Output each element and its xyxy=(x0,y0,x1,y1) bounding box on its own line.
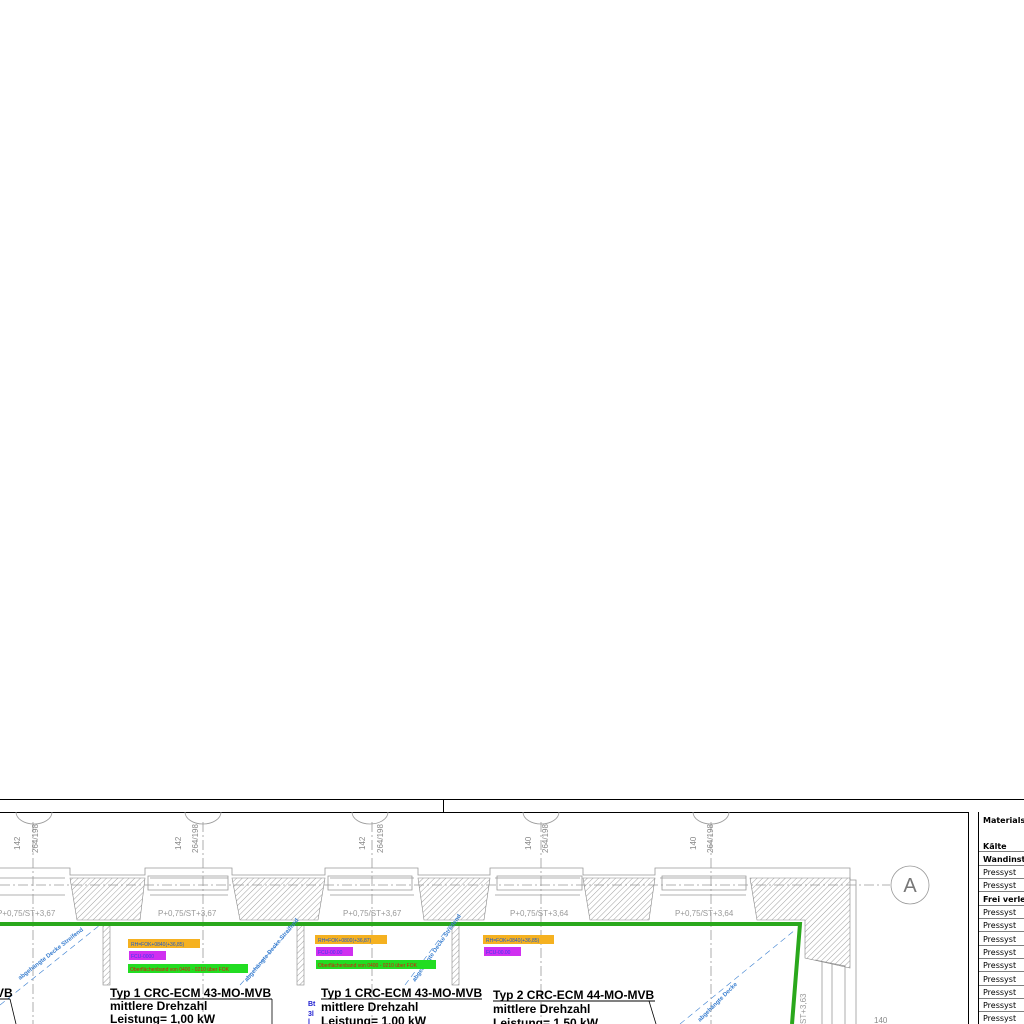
svg-text:Leistung= 1,00 kW: Leistung= 1,00 kW xyxy=(321,1014,427,1024)
svg-text:Leistung= 1,50 kW: Leistung= 1,50 kW xyxy=(493,1016,599,1024)
grid-axis-bubble: A xyxy=(890,865,930,905)
zone-boundary xyxy=(0,922,803,1024)
materials-table: Materials Kälte Wandinst Pressyst Pressy… xyxy=(978,816,1024,1023)
wall-piers xyxy=(69,877,851,986)
svg-text:Oberflächenband von 0400 - 021: Oberflächenband von 0400 - 0210 über FOK xyxy=(130,967,230,973)
svg-text:Pressyst: Pressyst xyxy=(983,935,1016,944)
window-size: 264/198 xyxy=(706,824,715,853)
window-size: 264/198 xyxy=(191,824,200,853)
svg-text:Bt: Bt xyxy=(308,1001,316,1008)
svg-text:l: l xyxy=(308,1019,310,1024)
window-level: P+0,75/ST+3,67 xyxy=(343,909,402,918)
svg-text:abgehängte Decke Streifend: abgehängte Decke Streifend xyxy=(244,917,301,983)
window-size: 264/198 xyxy=(31,824,40,853)
window-dimensions: 142 264/198 142 264/198 142 264/198 140 … xyxy=(0,824,888,1024)
svg-text:mittlere Drehzahl: mittlere Drehzahl xyxy=(110,999,207,1013)
svg-text:mittlere Drehzahl: mittlere Drehzahl xyxy=(493,1002,590,1016)
svg-text:Typ 1 CRC-ECM 43-MO-MVB: Typ 1 CRC-ECM 43-MO-MVB xyxy=(110,986,271,1000)
svg-text:Pressyst: Pressyst xyxy=(983,948,1016,957)
svg-text:3l: 3l xyxy=(308,1011,314,1018)
svg-text:RH=FOK+0840(+36,85): RH=FOK+0840(+36,85) xyxy=(131,942,185,948)
svg-text:FCU-00.00: FCU-00.00 xyxy=(486,950,511,956)
svg-text:Leistung= 1,00 kW: Leistung= 1,00 kW xyxy=(110,1012,216,1024)
svg-text:FCU-00.00: FCU-00.00 xyxy=(318,950,343,956)
svg-text:Pressyst: Pressyst xyxy=(983,921,1016,930)
svg-text:Oberflächenband von 0400 - 021: Oberflächenband von 0400 - 0210 über FOK xyxy=(318,963,418,969)
side-level: ST+3,63 xyxy=(799,993,808,1024)
annotation-1: RH=FOK+0840(+36,85) FCU-0000 Oberflächen… xyxy=(128,939,248,973)
annotation-3: RH=FOK+0840(+36,85) FCU-00.00 xyxy=(483,935,554,956)
svg-text:RH=FOK+0840(+36,85): RH=FOK+0840(+36,85) xyxy=(486,938,540,944)
window-width: 142 xyxy=(174,836,183,850)
annotation-2: RH=FOK+0800(+36,87) FCU-00.00 Oberfläche… xyxy=(315,935,436,969)
svg-text:VB: VB xyxy=(0,986,13,1000)
svg-text:Typ 1 CRC-ECM 43-MO-MVB: Typ 1 CRC-ECM 43-MO-MVB xyxy=(321,986,482,1000)
svg-text:Pressyst: Pressyst xyxy=(983,1014,1016,1023)
svg-text:Pressyst: Pressyst xyxy=(983,881,1016,890)
svg-text:abgehängte Decke Streifend: abgehängte Decke Streifend xyxy=(18,927,86,982)
svg-text:FCU-0000: FCU-0000 xyxy=(131,954,154,960)
svg-text:mittlere Drehzahl: mittlere Drehzahl xyxy=(321,1000,418,1014)
svg-text:Pressyst: Pressyst xyxy=(983,975,1016,984)
window-width: 140 xyxy=(689,836,698,850)
window-level: P+0,75/ST+3,64 xyxy=(675,909,734,918)
window-width: 140 xyxy=(524,836,533,850)
svg-text:RH=FOK+0800(+36,87): RH=FOK+0800(+36,87) xyxy=(318,938,372,944)
svg-text:Pressyst: Pressyst xyxy=(983,868,1016,877)
svg-text:Pressyst: Pressyst xyxy=(983,1001,1016,1010)
side-dimension: 140 xyxy=(874,1016,888,1024)
window-width: 142 xyxy=(358,836,367,850)
exterior-wall xyxy=(0,867,857,1024)
window-level: P+0,75/ST+3,67 xyxy=(158,909,217,918)
window-level: P+0,75/ST+3,64 xyxy=(510,909,569,918)
svg-text:Pressyst: Pressyst xyxy=(983,988,1016,997)
svg-text:Materials: Materials xyxy=(983,816,1024,825)
svg-text:Wandinst: Wandinst xyxy=(983,855,1024,864)
title-frame xyxy=(0,799,1024,1024)
window-level: P+0,75/ST+3,67 xyxy=(0,909,56,918)
window-size: 264/198 xyxy=(541,824,550,853)
svg-text:A: A xyxy=(903,875,917,897)
svg-text:Kälte: Kälte xyxy=(983,842,1007,851)
svg-text:Typ 2 CRC-ECM 44-MO-MVB: Typ 2 CRC-ECM 44-MO-MVB xyxy=(493,988,654,1002)
svg-text:Pressyst: Pressyst xyxy=(983,961,1016,970)
window-size: 264/198 xyxy=(376,824,385,853)
svg-text:Pressyst: Pressyst xyxy=(983,908,1016,917)
svg-text:abgehängte Decke: abgehängte Decke xyxy=(697,981,739,1023)
unit-labels: VB Typ 1 CRC-ECM 43-MO-MVB mittlere Dreh… xyxy=(0,986,657,1024)
window-width: 142 xyxy=(13,836,22,850)
svg-text:Frei verle: Frei verle xyxy=(983,895,1024,904)
